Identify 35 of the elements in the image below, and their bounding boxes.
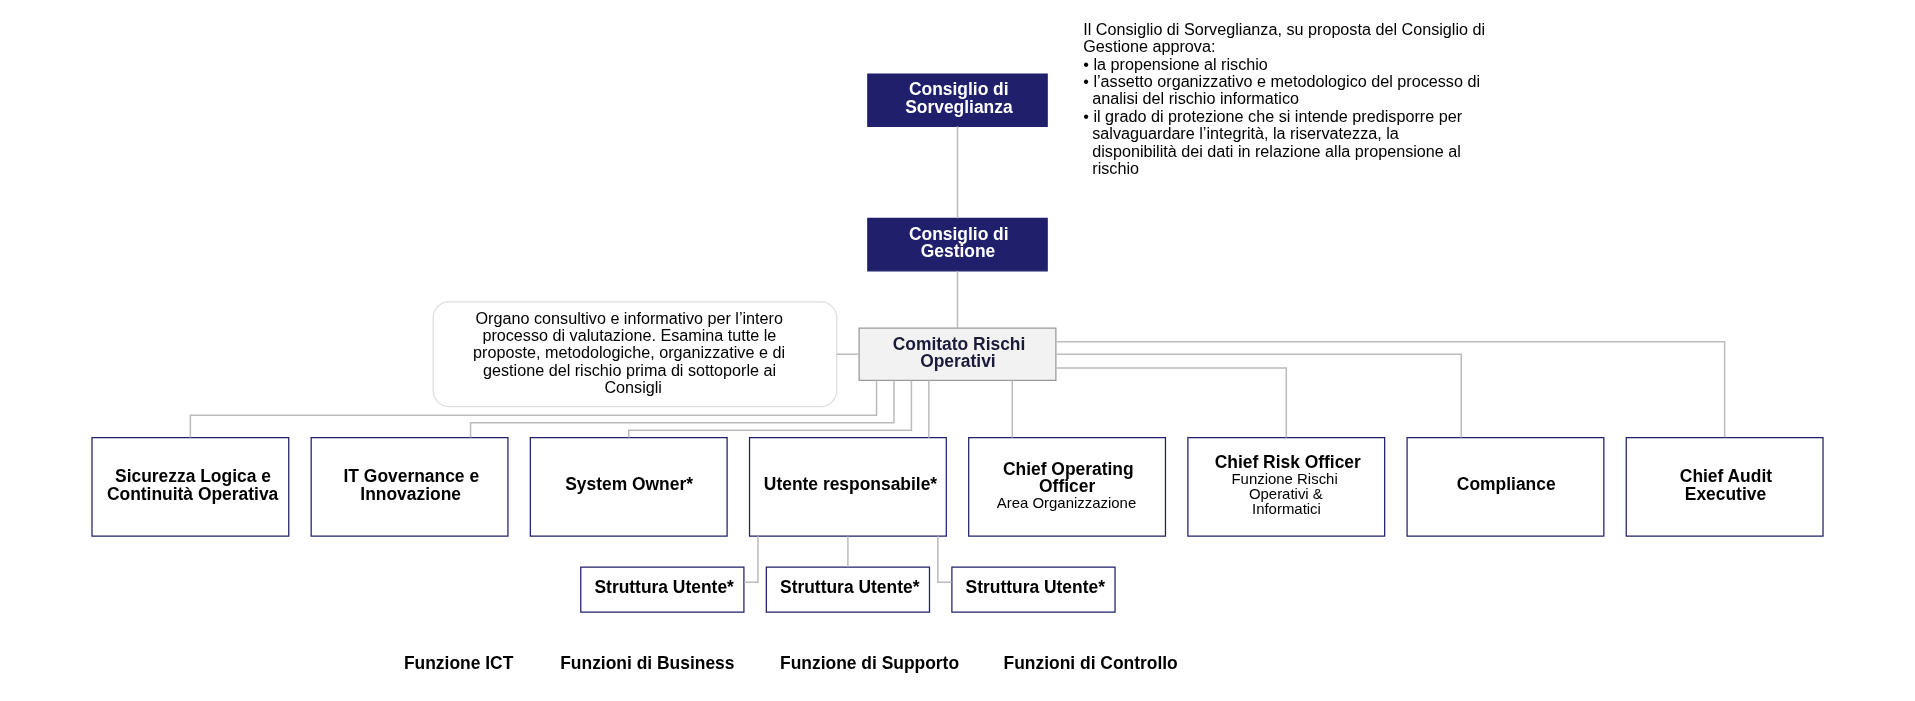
node-box: Compliance [1406,437,1605,537]
node-box: Chief Audit Executive [1625,437,1824,537]
connector [937,535,953,583]
label: Funzioni di Controllo [1003,652,1178,673]
connector [1055,341,1726,439]
label: Funzioni di Business [560,652,735,673]
node-box: Struttura Utente* [951,566,1116,613]
node-box: Struttura Utente* [765,566,931,613]
connector [956,125,959,219]
connector [956,270,959,329]
connector [847,535,849,568]
node-box: Consiglio di Sorveglianza [867,73,1048,127]
connector [1055,353,1462,439]
node-box: Struttura Utente* [580,566,745,613]
node-box: Consiglio di Gestione [867,217,1048,272]
node-box: IT Governance e Innovazione [310,437,509,537]
node-box: Utente responsabile* [748,437,947,537]
node-box: Chief Risk Officer Funzione Rischi Operativi & Informatici [1187,437,1386,537]
connector [1011,379,1014,439]
connector [1055,367,1287,439]
node-box: Comitato Rischi Operativi [858,327,1057,381]
node-box: Organo consultivo e informativo per l’intero processo di valutazione. Esamina tutte le proposte, metodologiche, organizzative e di gestione del rischio prima di sottoporle ai Consigli [432,301,838,408]
connector [628,380,913,439]
connector [928,379,930,439]
connector [469,379,895,439]
label: Funzione di Supporto [780,652,960,673]
label: Il Consiglio di Sorveglianza, su proposta del Consiglio di Gestione approva: [1083,19,1486,56]
connector [836,353,860,355]
label: • il grado di protezione che si intende predisporre per salvaguardare l’integrità, la riservatezza, la disponibilità dei dati in relazione alla propensione al rischio [1083,106,1463,178]
connector [743,535,759,583]
node-box: Chief Operating Officer Area Organizzazione [968,437,1167,537]
node-box: Sicurezza Logica e Continuità Operativa [91,437,290,537]
label: Funzione ICT [403,652,514,673]
node-box: System Owner* [529,437,728,537]
label: • la propensione al rischio [1083,54,1268,73]
